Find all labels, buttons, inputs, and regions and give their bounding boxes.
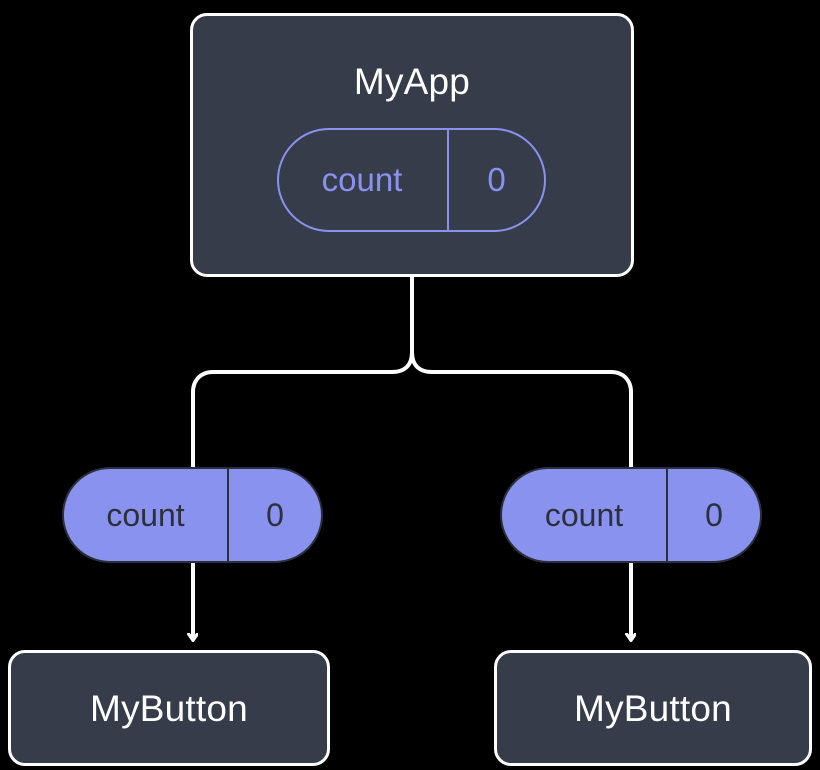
component-title-left-leaf: MyButton [90,687,248,729]
state-pill-root[interactable]: count 0 [277,128,546,232]
state-pill-right-value: 0 [666,469,760,561]
state-pill-root-key: count [321,161,403,198]
state-pill-left-value: 0 [227,469,321,561]
component-title-root: MyApp [353,61,471,102]
component-box-left-leaf[interactable]: MyButton [8,650,330,766]
component-title-right-leaf: MyButton [574,687,732,729]
connector-split-to-left-pill [191,350,414,469]
state-pill-root-value: 0 [447,130,544,230]
component-box-right-leaf[interactable]: MyButton [494,650,812,766]
connector-split-to-right-pill [410,350,633,469]
state-pill-left[interactable]: count 0 [62,467,323,563]
state-pill-right-key: count [544,496,624,533]
state-pill-left-key: count [106,496,185,533]
state-pill-right[interactable]: count 0 [500,467,762,563]
